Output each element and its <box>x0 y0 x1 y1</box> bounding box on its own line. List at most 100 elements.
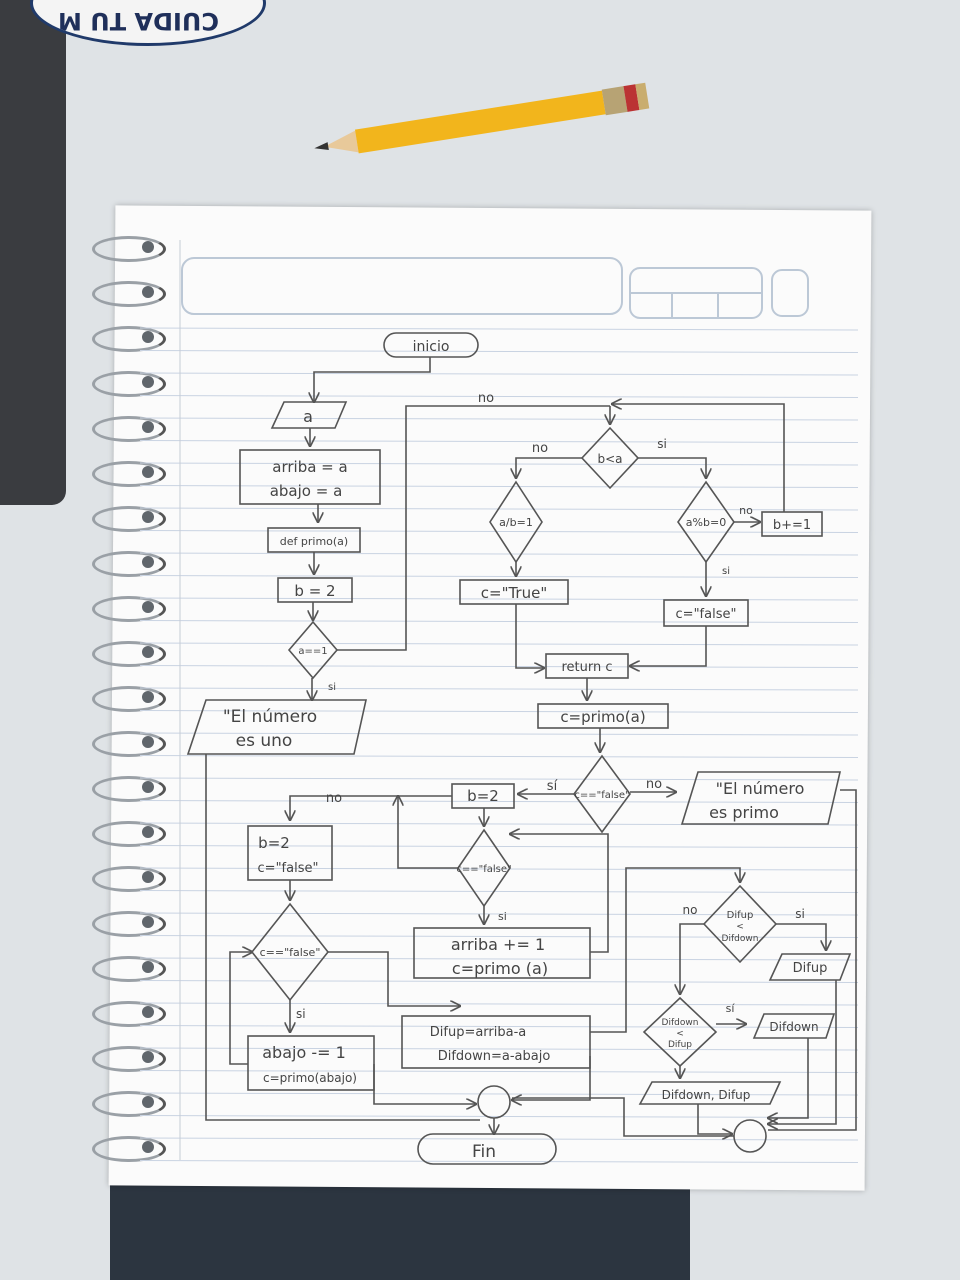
punch-hole <box>142 421 154 433</box>
ruled-line <box>139 935 859 938</box>
def-primo-label: def primo(a) <box>280 535 348 548</box>
ruled-line <box>139 485 859 488</box>
cond-difdown-lt-difup-line2: < <box>676 1029 684 1039</box>
ruled-line <box>139 980 859 983</box>
spiral-ring <box>92 1046 166 1072</box>
cond-difdown-lt-difup-line3: Difup <box>668 1040 692 1050</box>
spiral-ring <box>92 911 166 937</box>
label-si-a-eq-1: si <box>328 682 336 693</box>
node-out-both: Difdown, Difup <box>638 1081 782 1105</box>
cond-a-eq-1-label: a==1 <box>298 646 327 657</box>
node-dif-calc: Difup=arriba-a Difdown=a-abajo <box>401 1015 591 1069</box>
label-no-b-lt-a: no <box>532 441 548 456</box>
b-eq-2-left-label: b=2 <box>258 834 290 852</box>
punch-hole <box>142 601 154 613</box>
spiral-ring <box>92 686 166 712</box>
c-false-label: c="false" <box>676 607 737 622</box>
node-return-c: return c <box>545 653 629 679</box>
cond-mod-label: a%b=0 <box>686 516 726 529</box>
msg-uno-line1: "El número <box>223 707 317 727</box>
label-si-mid: si <box>498 910 507 923</box>
spiral-ring <box>92 461 166 487</box>
cond-difup-lt-difdown-line3: Difdown <box>722 934 759 944</box>
c-primo-abajo-label: c=primo(abajo) <box>263 1071 357 1085</box>
b-eq-2-label: b = 2 <box>294 582 335 600</box>
node-inicio: inicio <box>383 332 479 358</box>
ruled-line <box>139 327 859 331</box>
node-b-eq-2: b = 2 <box>277 577 353 603</box>
punch-hole <box>142 376 154 388</box>
punch-hole <box>142 646 154 658</box>
ruled-line <box>139 687 859 691</box>
abajo-dec-label: abajo -= 1 <box>262 1043 346 1062</box>
spiral-ring <box>92 506 166 532</box>
arriba-inc-label: arriba += 1 <box>451 935 545 954</box>
inicio-label: inicio <box>413 339 450 355</box>
spiral-ring <box>92 326 166 352</box>
ruled-line <box>139 417 859 421</box>
ruled-line <box>139 800 859 803</box>
msg-primo-line1: "El número <box>716 779 805 798</box>
label-si-c-false: sí <box>547 779 558 794</box>
node-input-a: a <box>270 401 348 429</box>
punch-hole <box>142 331 154 343</box>
spiral-ring <box>92 281 166 307</box>
node-cond-c-false-mid: c=="false" <box>456 828 512 908</box>
label-si-left: si <box>296 1007 306 1021</box>
punch-hole <box>142 736 154 748</box>
ruled-line <box>139 462 859 466</box>
spiral-ring <box>92 551 166 577</box>
cond-c-false-mid-label: c=="false" <box>456 864 511 875</box>
b-plus-label: b+=1 <box>773 518 811 533</box>
ruled-line <box>139 1047 859 1051</box>
notebook-header-boxes <box>181 257 809 319</box>
node-cond-c-false-left: c=="false" <box>250 902 330 1002</box>
node-def-primo: def primo(a) <box>267 527 361 553</box>
punch-hole <box>142 1006 154 1018</box>
ruled-lines <box>139 327 859 1163</box>
ruled-line <box>139 890 859 893</box>
node-call-primo: c=primo(a) <box>537 703 669 729</box>
spiral-ring <box>92 236 166 262</box>
spiral-ring <box>92 1001 166 1027</box>
laptop-edge <box>0 0 66 505</box>
ruled-line <box>139 552 859 556</box>
cond-c-false-label: c=="false" <box>574 790 629 801</box>
node-msg-primo: "El número es primo <box>680 771 842 825</box>
punch-hole <box>142 871 154 883</box>
ruled-line <box>139 440 859 443</box>
spiral-ring <box>92 1136 166 1162</box>
ruled-line <box>139 710 859 713</box>
node-cond-a-div-b: a/b=1 <box>489 480 543 564</box>
return-c-label: return c <box>561 660 612 675</box>
ruled-line <box>139 665 859 668</box>
node-cond-a-eq-1: a==1 <box>287 620 339 680</box>
punch-hole <box>142 961 154 973</box>
ruled-line <box>139 1137 859 1141</box>
node-cond-difdown-lt-difup: Difdown < Difup <box>642 996 718 1068</box>
init-arriba-label: arriba = a <box>272 458 347 476</box>
difup-calc-label: Difup=arriba-a <box>430 1025 527 1040</box>
ruled-line <box>139 575 859 578</box>
ruled-line <box>139 1160 859 1163</box>
ruled-line <box>139 1092 859 1096</box>
b-eq-2-right-label: b=2 <box>467 787 499 805</box>
ruled-line <box>139 755 859 758</box>
ruled-line <box>139 1002 859 1006</box>
out-difdown-label: Difdown <box>769 1020 818 1034</box>
label-no-mod: no <box>739 504 753 517</box>
spiral-binding <box>92 236 172 1176</box>
spiral-ring <box>92 866 166 892</box>
ruled-line <box>139 845 859 848</box>
c-false-left-label: c="false" <box>258 861 319 876</box>
ruled-line <box>139 642 859 646</box>
spiral-ring <box>92 1091 166 1117</box>
lap-background <box>110 1178 690 1280</box>
connector-right <box>733 1119 767 1153</box>
out-difup-label: Difup <box>793 961 828 976</box>
cond-b-lt-a-label: b<a <box>597 452 622 466</box>
spiral-ring <box>92 956 166 982</box>
spiral-ring <box>92 776 166 802</box>
spiral-ring <box>92 371 166 397</box>
node-fin: Fin <box>417 1133 557 1165</box>
